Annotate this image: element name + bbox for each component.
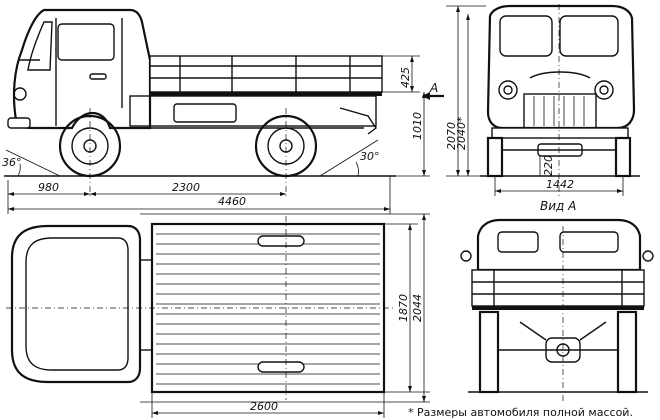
chassis-frame	[129, 95, 377, 127]
side-cargo-box	[149, 55, 383, 93]
front-windshield-left	[499, 15, 553, 57]
footnote: * Размеры автомобиля полной массой.	[408, 406, 633, 419]
dim-overall-height: 2070	[445, 122, 458, 150]
dim-wheelbase: 2300	[172, 181, 200, 194]
dim-body-width: 1870	[397, 294, 410, 322]
dim-overall-height-loaded: 2040*	[455, 116, 468, 150]
door-handle	[89, 73, 107, 80]
front-view: 2070 2040* 220 1442	[445, 4, 640, 196]
front-bumper	[7, 117, 31, 129]
top-cab-outline	[10, 224, 142, 384]
side-cab-outline	[12, 8, 152, 130]
side-windshield	[27, 21, 53, 71]
front-windshield-right	[559, 15, 619, 57]
rear-wheel-left	[478, 310, 500, 394]
dim-track: 1442	[546, 178, 574, 191]
dim-body-length: 2600	[250, 400, 278, 413]
fuel-tank	[173, 103, 237, 123]
front-bumper-front	[491, 127, 629, 139]
top-wheel-arch-right	[257, 361, 305, 373]
rear-wheel-right	[616, 310, 638, 394]
dim-overall-length: 4460	[218, 195, 246, 208]
departure-angle: 30°	[360, 150, 380, 163]
dim-front-overhang: 980	[38, 181, 59, 194]
dim-ground-clearance: 220	[542, 155, 555, 176]
front-wheel-left	[486, 136, 504, 178]
rear-view-a: Вид А	[460, 199, 654, 404]
rear-cab-outline	[476, 218, 642, 272]
side-door-window	[57, 23, 115, 61]
view-arrow-label: A	[429, 81, 438, 95]
rear-cargo-side	[471, 269, 645, 307]
front-headlight-right	[594, 80, 614, 100]
side-view: 36° 30° 980 2300 4460 425 1010 A	[2, 8, 444, 214]
approach-angle: 36°	[2, 156, 22, 169]
front-grille	[523, 93, 597, 129]
front-headlight-left	[498, 80, 518, 100]
top-view: 1870 2044 2600	[6, 213, 430, 418]
top-wheel-arch-left	[257, 235, 305, 247]
front-wheel-right	[614, 136, 632, 178]
dim-platform-height: 1010	[411, 112, 424, 140]
front-cab-outline	[486, 4, 636, 130]
dim-side-height: 425	[399, 67, 412, 88]
view-a-title: Вид А	[540, 199, 576, 213]
side-headlight	[13, 87, 27, 101]
dim-overall-width: 2044	[411, 294, 424, 322]
